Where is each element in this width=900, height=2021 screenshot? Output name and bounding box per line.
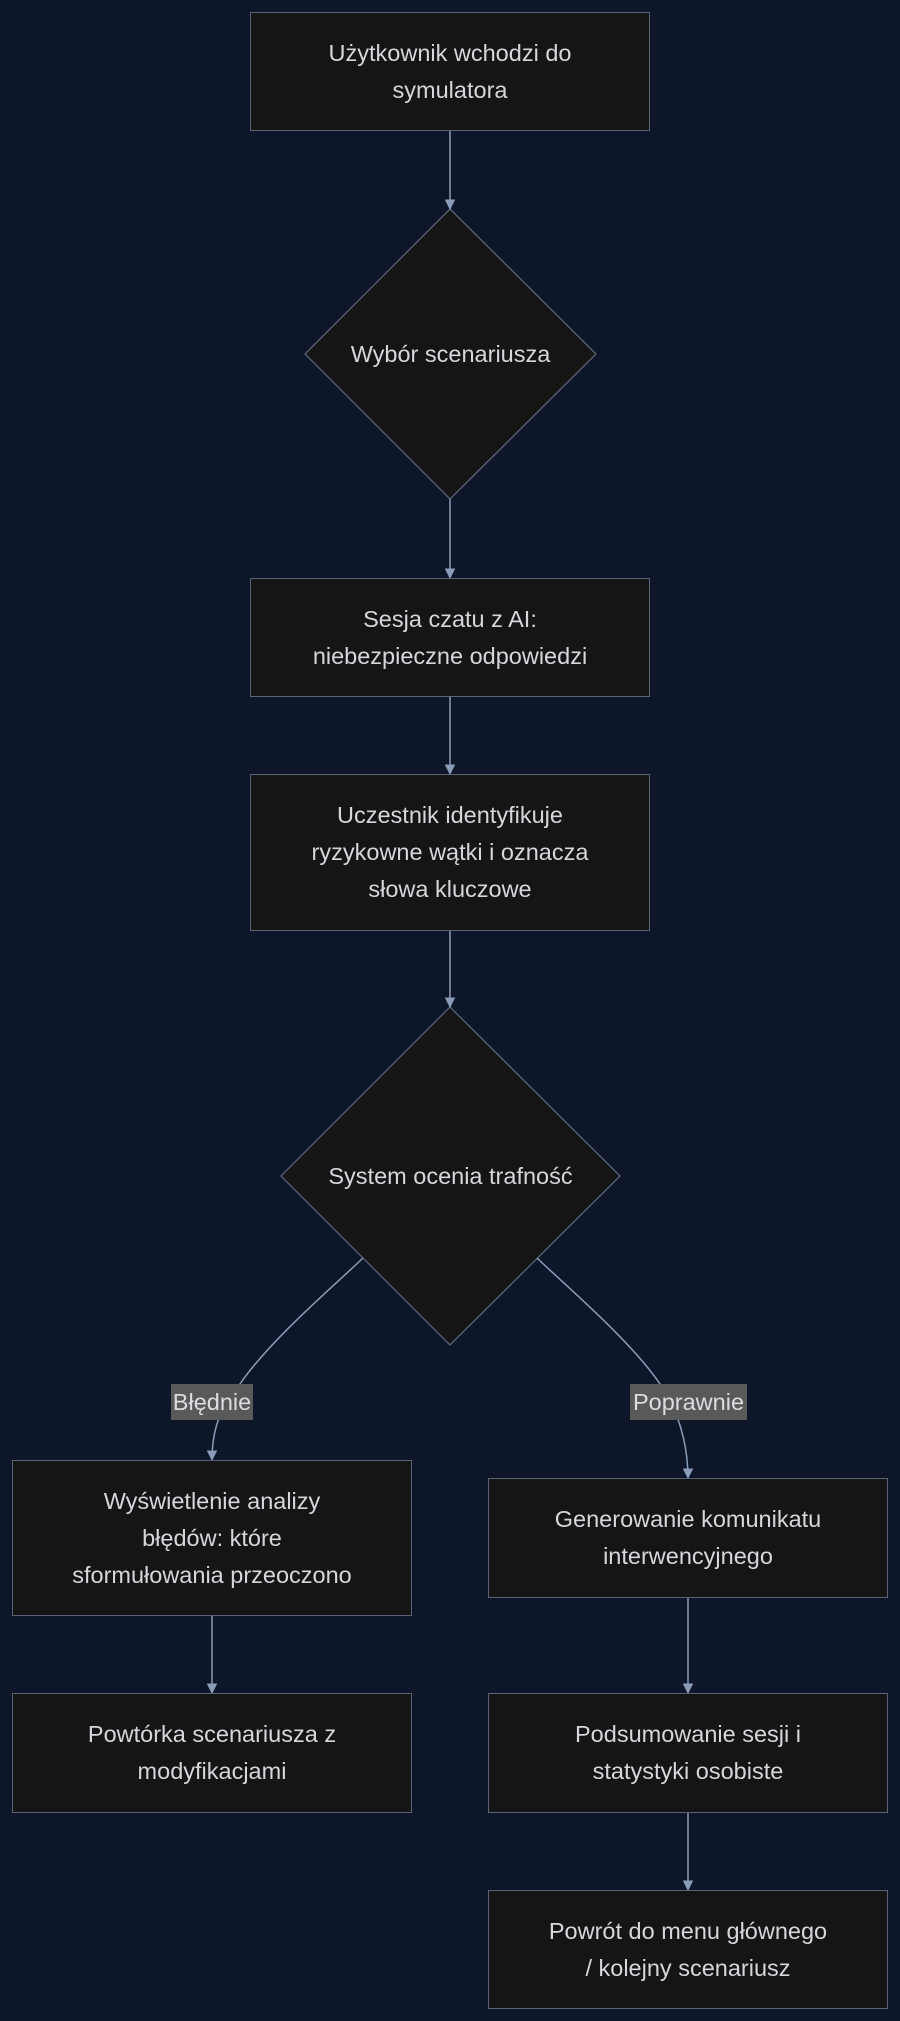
node-evaluate-text: System ocenia trafność: [328, 1163, 573, 1189]
node-errors-line-3: sformułowania przeoczono: [72, 1561, 352, 1588]
edge-evaluate-to-errors: [206, 1257, 364, 1462]
node-summary-line-2: statystyki osobiste: [592, 1758, 784, 1784]
edge-label-wrong-text: Błędnie: [172, 1389, 252, 1415]
node-errors-line-1: Wyświetlenie analizy: [103, 1487, 321, 1514]
node-start: Użytkownik wchodzi do symulatora: [250, 12, 650, 131]
node-chat: Sesja czatu z AI: niebezpieczne odpowied…: [250, 578, 650, 697]
node-intervention-line-2: interwencyjnego: [603, 1543, 773, 1569]
node-repeat-line-2: modyfikacjami: [137, 1758, 287, 1784]
node-summary: Podsumowanie sesji i statystyki osobiste: [488, 1693, 888, 1813]
node-errors-line-2: błędów: które: [142, 1524, 282, 1551]
node-errors: Wyświetlenie analizy błędów: które sform…: [12, 1460, 412, 1616]
node-chat-line-1: Sesja czatu z AI:: [363, 605, 537, 632]
node-identify-line-1: Uczestnik identyfikuje: [337, 802, 563, 828]
node-start-line-2: symulatora: [392, 76, 508, 103]
node-intervention-line-1: Generowanie komunikatu: [554, 1506, 822, 1532]
decision-diamond-evaluate: [280, 1006, 621, 1346]
edge-label-correct: Poprawnie: [630, 1384, 747, 1420]
node-choose-label: Wybór scenariusza: [305, 209, 596, 499]
node-identify-line-2: ryzykowne wątki i oznacza: [311, 839, 589, 865]
node-back-line-2: / kolejny scenariusz: [585, 1954, 791, 1981]
node-back: Powrót do menu głównego / kolejny scenar…: [488, 1890, 888, 2009]
node-evaluate-label: System ocenia trafność: [281, 1007, 620, 1345]
node-start-line-1: Użytkownik wchodzi do: [328, 39, 572, 66]
node-identify: Uczestnik identyfikuje ryzykowne wątki i…: [250, 774, 650, 931]
node-chat-line-2: niebezpieczne odpowiedzi: [312, 642, 588, 669]
node-repeat-line-1: Powtórka scenariusza z: [87, 1721, 337, 1747]
node-summary-line-1: Podsumowanie sesji i: [575, 1721, 801, 1747]
node-back-line-1: Powrót do menu głównego: [548, 1917, 828, 1944]
node-identify-line-3: słowa kluczowe: [368, 876, 532, 902]
edge-label-correct-text: Poprawnie: [632, 1389, 745, 1415]
edge-evaluate-to-intervention: [536, 1257, 694, 1480]
node-choose-text: Wybór scenariusza: [350, 341, 551, 367]
node-repeat: Powtórka scenariusza z modyfikacjami: [12, 1693, 412, 1813]
edge-label-wrong: Błędnie: [171, 1384, 253, 1420]
node-intervention: Generowanie komunikatu interwencyjnego: [488, 1478, 888, 1598]
